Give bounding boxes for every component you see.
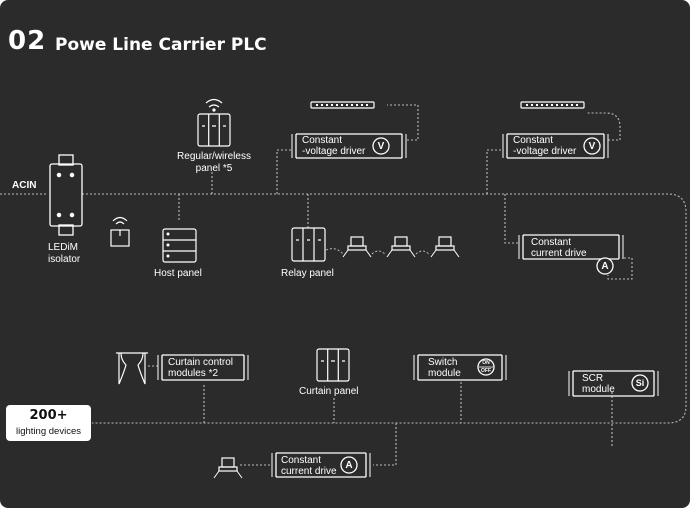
regular-panel-label-line2: panel *5 xyxy=(195,163,233,174)
cv-driver-2-label-line2: -voltage driver xyxy=(513,146,577,157)
switch-module-label-line2: module xyxy=(428,368,461,379)
badge-count: 200+ xyxy=(29,408,68,423)
cv-driver-2-label-line1: Constant xyxy=(513,135,554,146)
volt-symbol-1: V xyxy=(377,141,385,152)
branch-lines xyxy=(148,104,633,466)
scr-module-label-line2: module xyxy=(582,384,615,395)
curtain-panel-icon xyxy=(316,348,350,382)
cv-driver-2-box xyxy=(502,133,609,159)
cc-drive-bottom-label-line1: Constant xyxy=(281,455,322,466)
isolator-label-line1: LEDiM xyxy=(48,242,79,253)
cc-drive-bottom-box xyxy=(271,452,371,478)
isolator-label-line2: isolator xyxy=(48,254,81,265)
acin-label: ACIN xyxy=(12,180,37,191)
badge-caption: lighting devices xyxy=(16,426,81,437)
wireless-receiver-icon xyxy=(110,216,130,247)
curtain-module-box xyxy=(157,354,249,381)
cc-drive-right-box xyxy=(518,234,624,275)
lighting-devices-badge: 200+ lighting devices xyxy=(6,405,91,441)
curtain-modules-label-line2: modules *2 xyxy=(168,368,219,379)
scr-symbol: Si xyxy=(635,378,645,388)
switch-module-box xyxy=(413,354,507,381)
relay-panel-label: Relay panel xyxy=(281,268,334,279)
cc-drive-bottom-label-line2: current drive xyxy=(281,466,337,477)
scr-module-label-line1: SCR xyxy=(582,373,604,384)
curtain-panel-label: Curtain panel xyxy=(299,386,359,397)
curtain-modules-label-line1: Curtain control xyxy=(168,357,234,368)
host-panel-label: Host panel xyxy=(154,268,202,279)
led-strip-1-icon xyxy=(310,101,375,109)
switch-on-symbol: ON xyxy=(482,360,490,366)
switch-off-symbol: OFF xyxy=(481,368,491,374)
curtain-icon xyxy=(116,352,148,385)
relay-panel-icon xyxy=(291,227,326,262)
bottom-downlight-icon xyxy=(213,457,243,479)
host-panel-icon xyxy=(162,228,197,263)
section-number: 02 xyxy=(8,26,47,56)
ledim-isolator-icon xyxy=(49,154,83,236)
amp-symbol-bottom: A xyxy=(345,460,353,471)
amp-symbol-right: A xyxy=(601,261,609,272)
regular-panel-label-line1: Regular/wireless xyxy=(177,151,251,162)
cv-driver-1-label-line1: Constant xyxy=(302,135,343,146)
cv-driver-1-box xyxy=(291,133,407,159)
relay-downlights xyxy=(325,236,460,258)
led-strip-2-icon xyxy=(520,101,585,109)
main-bus-line xyxy=(0,193,687,424)
volt-symbol-2: V xyxy=(588,141,596,152)
cc-drive-right-label-line2: current drive xyxy=(531,248,587,259)
page-title: Powe Line Carrier PLC xyxy=(55,35,267,55)
cc-drive-right-label-line1: Constant xyxy=(531,237,572,248)
switch-module-label-line1: Switch xyxy=(428,357,458,368)
scr-module-box xyxy=(568,370,659,397)
regular-wireless-panel-icon xyxy=(197,98,231,147)
cv-driver-1-label-line2: -voltage driver xyxy=(302,146,366,157)
